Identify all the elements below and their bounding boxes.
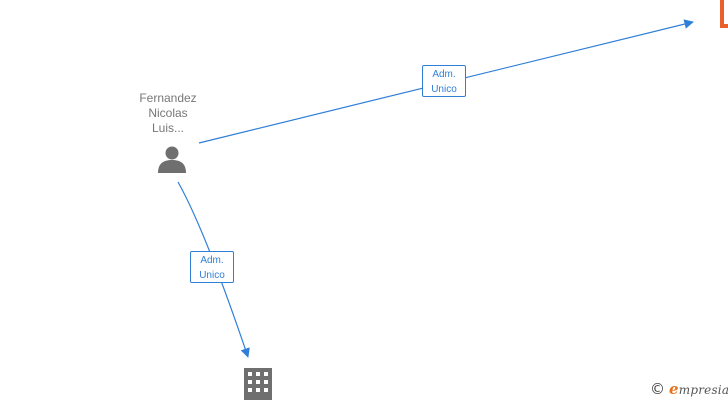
edge-label-bottom[interactable]: Adm. Unico (190, 251, 234, 283)
brand-logo-initial: e (669, 380, 679, 398)
watermark: © empresia (650, 380, 728, 398)
brand-logo-rest: mpresia (678, 383, 728, 397)
edge-label-line-2: Unico (199, 270, 225, 281)
edge-label-top-right[interactable]: Adm. Unico (422, 65, 466, 97)
building-icon[interactable] (244, 368, 272, 400)
edge-label-line-1: Adm. (200, 255, 224, 266)
person-icon[interactable] (158, 146, 186, 174)
person-name-line-3: Luis... (151, 121, 184, 135)
brand-logo: empresia (669, 380, 728, 398)
building-icon-highlighted[interactable] (720, 0, 728, 28)
edge-label-line-2: Unico (431, 84, 457, 95)
person-name-line-2: Nicolas (148, 106, 188, 120)
person-name-label[interactable]: Fernandez Nicolas Luis... (118, 91, 218, 136)
person-name-line-1: Fernandez (139, 91, 197, 105)
edge-person-to-company-bottom[interactable] (177, 181, 250, 358)
copyright-icon: © (650, 379, 665, 398)
edge-label-line-1: Adm. (432, 69, 456, 80)
